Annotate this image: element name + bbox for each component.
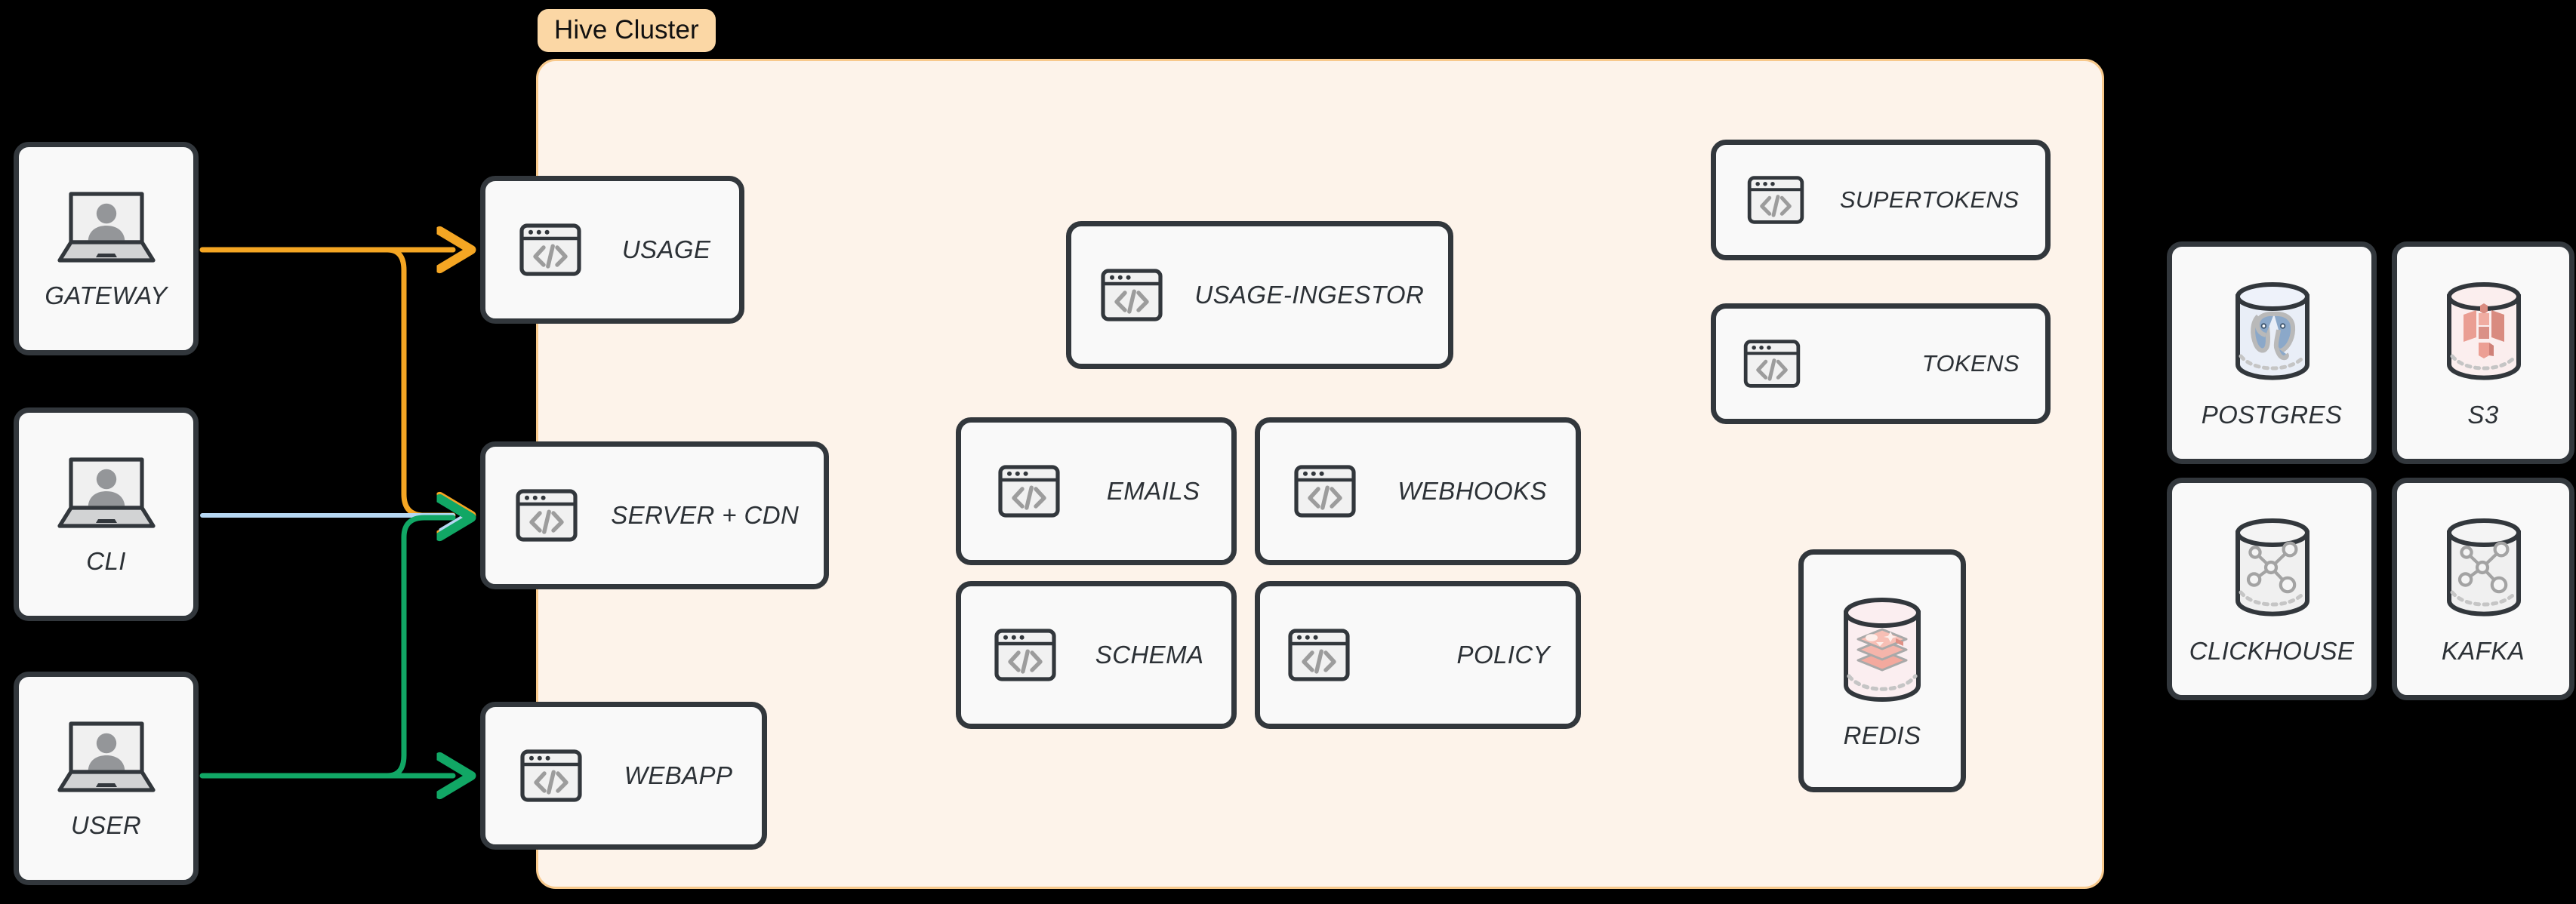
service-label: SUPERTOKENS xyxy=(1839,186,2020,213)
code-window-icon xyxy=(1289,455,1361,527)
datastore-card-redis[interactable]: REDIS xyxy=(1798,549,1966,792)
service-card-schema[interactable]: SCHEMA xyxy=(956,581,1237,729)
service-card-webhooks[interactable]: WEBHOOKS xyxy=(1255,417,1581,565)
service-card-usage[interactable]: USAGE xyxy=(480,176,744,324)
code-window-icon xyxy=(1095,259,1168,331)
actor-card-cli[interactable]: CLI xyxy=(14,407,199,621)
service-card-policy[interactable]: POLICY xyxy=(1255,581,1581,729)
service-label: USAGE xyxy=(621,235,711,263)
service-card-tokens[interactable]: TOKENS xyxy=(1711,303,2051,424)
service-label: TOKENS xyxy=(1921,350,2020,377)
datastore-label: REDIS xyxy=(1843,721,1921,749)
code-window-icon xyxy=(989,619,1062,691)
code-window-icon xyxy=(515,739,587,812)
datastore-label: KAFKA xyxy=(2441,636,2525,665)
s3-cylinder-icon xyxy=(2436,277,2531,386)
code-window-icon xyxy=(514,214,587,286)
datastore-card-s3[interactable]: S3 xyxy=(2392,241,2574,464)
graph-cylinder-icon xyxy=(2224,513,2319,622)
laptop-user-icon xyxy=(57,188,156,268)
hive-cluster-badge: Hive Cluster xyxy=(538,9,716,52)
service-label: WEBAPP xyxy=(624,761,733,789)
datastore-card-kafka[interactable]: KAFKA xyxy=(2392,478,2574,700)
postgres-cylinder-icon xyxy=(2224,277,2319,386)
service-card-supertokens[interactable]: SUPERTOKENS xyxy=(1711,140,2051,260)
actor-label: CLI xyxy=(86,546,126,575)
code-window-icon xyxy=(1742,167,1809,233)
service-label: WEBHOOKS xyxy=(1397,477,1547,505)
datastore-label: POSTGRES xyxy=(2201,400,2343,429)
service-card-emails[interactable]: EMAILS xyxy=(956,417,1237,565)
service-label: EMAILS xyxy=(1106,477,1200,505)
datastore-label: CLICKHOUSE xyxy=(2189,636,2355,665)
laptop-user-icon xyxy=(57,718,156,798)
code-window-icon xyxy=(993,455,1065,527)
actor-label: GATEWAY xyxy=(45,281,168,309)
service-label: POLICY xyxy=(1456,641,1550,669)
code-window-icon xyxy=(510,479,583,552)
code-window-icon xyxy=(1283,619,1355,691)
service-card-webapp[interactable]: WEBAPP xyxy=(480,702,767,850)
service-card-usage-ingestor[interactable]: USAGE-INGESTOR xyxy=(1066,221,1453,369)
service-label: SERVER + CDN xyxy=(611,501,800,529)
service-label: USAGE-INGESTOR xyxy=(1194,281,1425,309)
datastore-label: S3 xyxy=(2467,400,2499,429)
datastore-card-postgres[interactable]: POSTGRES xyxy=(2167,241,2377,464)
edge-user-server xyxy=(374,518,453,779)
graph-cylinder-icon xyxy=(2436,513,2531,622)
laptop-user-icon xyxy=(57,454,156,533)
datastore-card-clickhouse[interactable]: CLICKHOUSE xyxy=(2167,478,2377,700)
service-label: SCHEMA xyxy=(1095,641,1204,669)
actor-card-user[interactable]: USER xyxy=(14,672,199,885)
service-card-server-cdn[interactable]: SERVER + CDN xyxy=(480,441,829,589)
redis-cylinder-icon xyxy=(1831,592,1934,706)
edge-gateway-server xyxy=(374,247,453,515)
code-window-icon xyxy=(1739,331,1805,397)
actor-label: USER xyxy=(70,810,142,839)
actor-card-gateway[interactable]: GATEWAY xyxy=(14,142,199,355)
